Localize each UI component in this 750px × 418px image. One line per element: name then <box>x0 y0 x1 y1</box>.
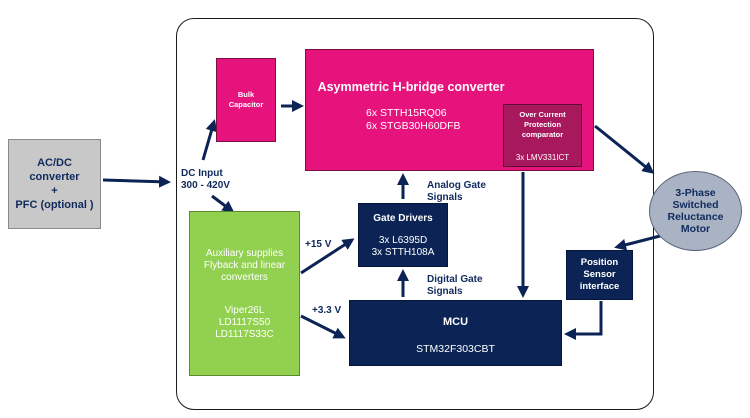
aux-label-3: converters <box>221 272 268 283</box>
arrow-to-aux <box>211 194 235 213</box>
acdc-pfc-block: AC/DC converter + PFC (optional ) <box>8 139 101 229</box>
ocp-part: 3x LMV331ICT <box>515 153 570 162</box>
position-sensor-block: Position Sensor interface <box>566 250 633 300</box>
plus-15v-label: +15 V <box>305 239 332 250</box>
plus-3v3-label: +3.3 V <box>312 305 342 316</box>
motor-label-4: Motor <box>680 223 711 235</box>
gate-drivers-block: Gate Drivers 3x L6395D 3x STTH108A <box>358 203 448 267</box>
arrow-position-sensor-to-mcu <box>564 301 603 340</box>
auxiliary-supplies-block: Auxiliary supplies Flyback and linear co… <box>189 211 300 376</box>
acdc-label-2: converter <box>29 171 80 183</box>
aux-part-1: Viper26L <box>224 305 265 316</box>
h-bridge-part-1: 6x STTH15RQ06 <box>366 107 447 119</box>
aux-label-2: Flyback and linear <box>203 260 286 271</box>
position-label-2: Sensor <box>583 269 616 280</box>
srm-motor-block: 3-Phase Switched Reluctance Motor <box>649 171 742 251</box>
arrow-to-bulk <box>201 119 218 161</box>
arrow-aux-to-gate-drivers <box>300 238 355 275</box>
ocp-label-2: Protection <box>523 120 562 129</box>
digital-label-1: Digital Gate <box>427 274 483 285</box>
ocp-label-3: comparator <box>521 130 564 139</box>
acdc-label-1: AC/DC <box>37 157 72 169</box>
digital-label-2: Signals <box>427 286 463 297</box>
position-label-1: Position <box>580 257 619 268</box>
mcu-part: STM32F303CBT <box>416 343 495 355</box>
aux-part-2: LD1117S50 <box>218 317 271 328</box>
acdc-label-4: PFC (optional ) <box>15 199 94 211</box>
arrow-hbridge-to-motor <box>594 124 655 174</box>
over-current-protection-block: Over Current Protection comparator 3x LM… <box>503 104 582 167</box>
acdc-label-3: + <box>51 185 58 197</box>
analog-gate-signals-label: Analog Gate Signals <box>427 180 486 204</box>
gate-drivers-part-2: 3x STTH108A <box>371 247 435 258</box>
gate-drivers-title: Gate Drivers <box>373 213 433 224</box>
analog-label-1: Analog Gate <box>427 180 486 191</box>
digital-gate-signals-label: Digital Gate Signals <box>427 274 483 298</box>
motor-label-3: Reluctance <box>667 211 724 223</box>
position-label-3: interface <box>579 281 620 292</box>
bulk-capacitor-block: Bulk Capacitor <box>216 58 276 142</box>
arrow-aux-to-mcu <box>300 314 346 339</box>
motor-label-1: 3-Phase <box>675 187 716 199</box>
arrow-acdc-to-dc-input <box>102 175 171 188</box>
h-bridge-title: Asymmetric H-bridge converter <box>317 80 505 94</box>
gate-drivers-part-1: 3x L6395D <box>378 235 428 246</box>
dc-input-label: DC Input 300 - 420V <box>181 168 230 192</box>
motor-label-2: Switched <box>672 199 719 211</box>
ocp-label-1: Over Current <box>519 110 566 119</box>
mcu-block: MCU STM32F303CBT <box>349 300 562 366</box>
bulk-label-2: Capacitor <box>228 100 264 109</box>
h-bridge-part-2: 6x STGB30H60DFB <box>366 120 461 132</box>
mcu-title: MCU <box>442 316 469 328</box>
bulk-label-1: Bulk <box>237 90 255 99</box>
analog-label-2: Signals <box>427 192 463 203</box>
arrow-motor-to-position-sensor <box>614 234 661 251</box>
aux-part-3: LD1117S33C <box>215 329 274 340</box>
aux-label-1: Auxiliary supplies <box>205 248 284 259</box>
dc-input-label-2: 300 - 420V <box>181 180 230 191</box>
dc-input-label-1: DC Input <box>181 168 223 179</box>
